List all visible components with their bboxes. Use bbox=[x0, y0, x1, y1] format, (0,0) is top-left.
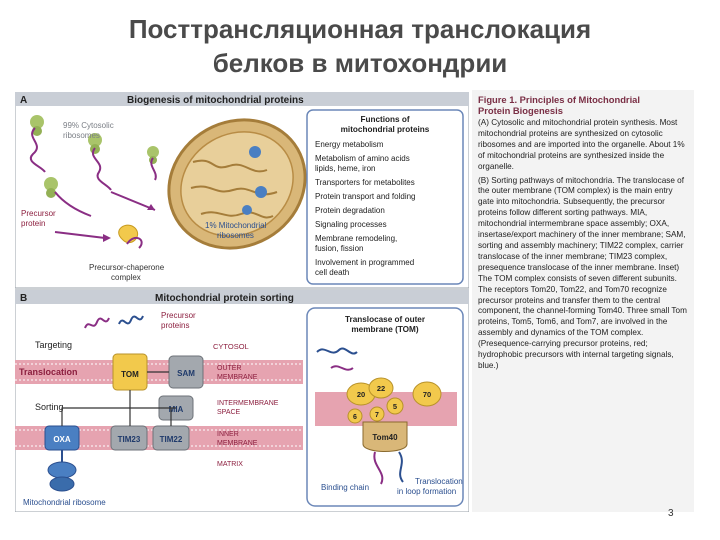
translocation-loop-line2: in loop formation bbox=[397, 487, 456, 496]
function-item: fusion, fission bbox=[315, 244, 363, 253]
precursor-proteins-line1: Precursor bbox=[161, 311, 196, 320]
oxa-complex: OXA bbox=[45, 426, 79, 450]
ims-label-line1: INTERMEMBRANE bbox=[217, 400, 279, 407]
mito-ribosome-label-line1: 1% Mitochondrial bbox=[205, 221, 267, 230]
tom-inset-title-line1: Translocase of outer bbox=[345, 315, 426, 324]
function-item: Transporters for metabolites bbox=[315, 178, 415, 187]
caption-heading-line1: Figure 1. Principles of Mitochondrial bbox=[478, 94, 688, 105]
mito-ribosome-b-label: Mitochondrial ribosome bbox=[23, 498, 106, 507]
function-item: Energy metabolism bbox=[315, 140, 384, 149]
panel-b: B Mitochondrial protein sorting Precurso… bbox=[15, 290, 469, 512]
panel-a: A Biogenesis of mitochondrial proteins 9… bbox=[15, 92, 469, 288]
caption-heading-line2: Protein Biogenesis bbox=[478, 105, 688, 116]
ims-label-line2: SPACE bbox=[217, 409, 241, 416]
tim23-label: TIM23 bbox=[118, 435, 141, 444]
function-item: cell death bbox=[315, 268, 349, 277]
caption-paragraph-b: (B) Sorting pathways of mitochondria. Th… bbox=[478, 176, 688, 372]
panel-b-heading: Mitochondrial protein sorting bbox=[155, 293, 294, 304]
function-item: Metabolism of amino acids bbox=[315, 154, 410, 163]
inner-membrane-label-line1: INNER bbox=[217, 431, 239, 438]
functions-title-line2: mitochondrial proteins bbox=[341, 125, 430, 134]
inner-membrane-label-line2: MEMBRANE bbox=[217, 440, 258, 447]
outer-membrane-label-line2: MEMBRANE bbox=[217, 374, 258, 381]
function-item: Protein transport and folding bbox=[315, 192, 416, 201]
caption-body: (A) Cytosolic and mitochondrial protein … bbox=[478, 118, 688, 372]
slide-title: Посттрансляционная транслокация белков в… bbox=[0, 12, 720, 80]
sam-complex: SAM bbox=[169, 356, 203, 388]
tom-inset: Translocase of outer membrane (TOM) 20 2… bbox=[307, 308, 463, 506]
tom-label: TOM bbox=[121, 370, 139, 379]
precursor-label-line2: protein bbox=[21, 219, 45, 228]
sam-label: SAM bbox=[177, 369, 195, 378]
tom5-label: 5 bbox=[393, 402, 397, 411]
function-item: Protein degradation bbox=[315, 206, 385, 215]
panel-b-letter: B bbox=[20, 293, 27, 304]
tom7-label: 7 bbox=[375, 412, 379, 419]
functions-title-line1: Functions of bbox=[360, 115, 409, 124]
caption-paragraph-a: (A) Cytosolic and mitochondrial protein … bbox=[478, 118, 688, 173]
precursor-proteins-line2: proteins bbox=[161, 321, 189, 330]
targeting-label: Targeting bbox=[35, 340, 72, 350]
binding-chain-label: Binding chain bbox=[321, 483, 369, 492]
function-item: lipids, heme, iron bbox=[315, 164, 375, 173]
page-number: 3 bbox=[668, 508, 674, 519]
tim22-label: TIM22 bbox=[160, 435, 183, 444]
tom-inset-title-line2: membrane (TOM) bbox=[351, 325, 418, 334]
cytosolic-label-line2: ribosomes bbox=[63, 131, 100, 140]
chaperone-label-line1: Precursor-chaperone bbox=[89, 263, 165, 272]
function-item: Signaling processes bbox=[315, 220, 387, 229]
oxa-label: OXA bbox=[53, 435, 71, 444]
tom70-label: 70 bbox=[423, 390, 431, 399]
tom-complex: TOM bbox=[113, 354, 147, 390]
matrix-label: MATRIX bbox=[217, 461, 243, 468]
outer-membrane-label-line1: OUTER bbox=[217, 365, 242, 372]
figure-diagram: A Biogenesis of mitochondrial proteins 9… bbox=[15, 92, 469, 512]
slide-title-line1: Посттрансляционная транслокация bbox=[0, 12, 720, 46]
mito-ribosome-label-line2: ribosomes bbox=[217, 231, 254, 240]
cytosolic-label-line1: 99% Cytosolic bbox=[63, 121, 114, 130]
tim22-complex: TIM22 bbox=[153, 426, 189, 450]
panel-a-heading: Biogenesis of mitochondrial proteins bbox=[127, 95, 304, 106]
caption-heading: Figure 1. Principles of Mitochondrial Pr… bbox=[478, 94, 688, 116]
translocation-loop-line1: Translocation bbox=[415, 477, 463, 486]
tom20-label: 20 bbox=[357, 390, 365, 399]
panel-a-letter: A bbox=[20, 95, 27, 106]
tom22-label: 22 bbox=[377, 384, 385, 393]
sorting-label: Sorting bbox=[35, 402, 64, 412]
function-item: Involvement in programmed bbox=[315, 258, 414, 267]
slide-title-line2: белков в митохондрии bbox=[0, 46, 720, 80]
figure-caption: Figure 1. Principles of Mitochondrial Pr… bbox=[472, 90, 694, 512]
precursor-label-line1: Precursor bbox=[21, 209, 56, 218]
tim23-complex: TIM23 bbox=[111, 426, 147, 450]
functions-box: Functions of mitochondrial proteins Ener… bbox=[307, 110, 463, 284]
translocation-label: Translocation bbox=[19, 367, 78, 377]
function-item: Membrane remodeling, bbox=[315, 234, 397, 243]
tom40-label: Tom40 bbox=[372, 433, 398, 442]
tom6-label: 6 bbox=[353, 414, 357, 421]
chaperone-label-line2: complex bbox=[111, 273, 141, 282]
cytosol-label: CYTOSOL bbox=[213, 342, 249, 351]
